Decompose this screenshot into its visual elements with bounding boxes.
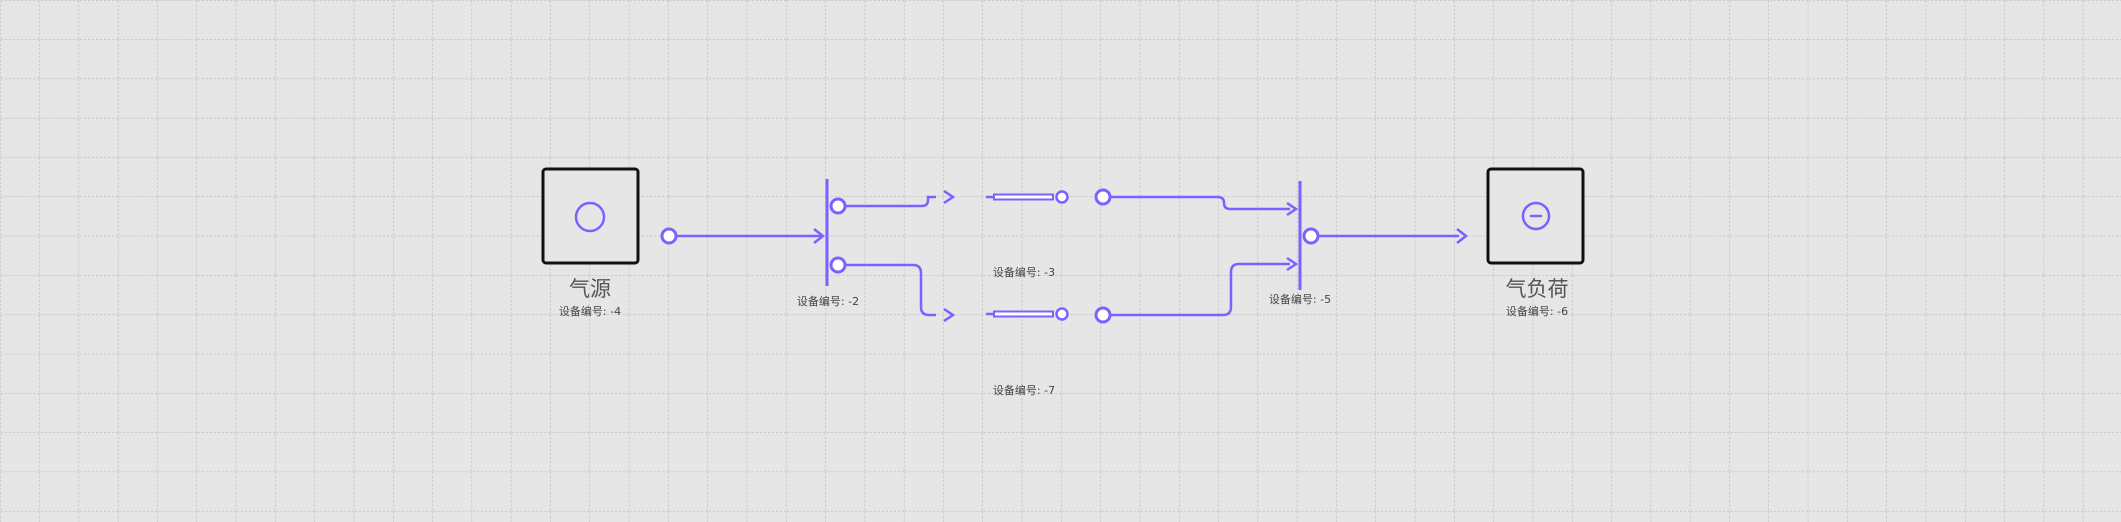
upper-pipe-device-label: 设备编号: -3 bbox=[993, 265, 1055, 279]
splitter-lower-port[interactable] bbox=[829, 256, 847, 274]
gas-source-title: 气源 bbox=[569, 277, 611, 301]
merger-upper-inlet-arrow bbox=[1286, 201, 1299, 217]
upper-merge-line[interactable] bbox=[1110, 195, 1290, 211]
splitter-upper-port[interactable] bbox=[829, 197, 847, 215]
merger-device-label: 设备编号: -5 bbox=[1269, 292, 1331, 306]
lower-pipe-body[interactable] bbox=[993, 310, 1054, 318]
upper-pipe-inlet-arrow bbox=[943, 189, 956, 205]
upper-pipe-outlet-port[interactable] bbox=[1094, 188, 1112, 206]
merger-outlet-port[interactable] bbox=[1302, 227, 1320, 245]
merger-junction[interactable]: 设备编号: -5 bbox=[1269, 181, 1331, 306]
lower-pipe-end-cap bbox=[1055, 307, 1069, 321]
upper-pipe-end-cap bbox=[1055, 190, 1069, 204]
lower-branch[interactable]: 设备编号: -7 bbox=[829, 256, 1299, 397]
source-outlet-port[interactable] bbox=[660, 227, 678, 245]
upper-split-line[interactable] bbox=[845, 195, 936, 208]
upper-pipe-body[interactable] bbox=[993, 193, 1054, 201]
merger-lower-inlet-arrow bbox=[1286, 256, 1299, 272]
gas-load-node[interactable]: 气负荷 设备编号: -6 bbox=[1486, 167, 1585, 318]
splitter-junction[interactable]: 设备编号: -2 bbox=[797, 179, 859, 308]
lower-split-line[interactable] bbox=[845, 263, 936, 317]
circle-icon bbox=[574, 201, 606, 233]
upper-pipe[interactable] bbox=[986, 190, 1069, 204]
splitter-device-label: 设备编号: -2 bbox=[797, 294, 859, 308]
lower-pipe-inlet-arrow bbox=[943, 307, 956, 323]
splitter-inlet-arrow bbox=[813, 228, 826, 244]
gas-source-node[interactable]: 气源 设备编号: -4 bbox=[541, 167, 640, 318]
source-connector[interactable] bbox=[660, 227, 826, 245]
lower-pipe-device-label: 设备编号: -7 bbox=[993, 383, 1055, 397]
lower-merge-line[interactable] bbox=[1110, 262, 1290, 317]
gas-load-title: 气负荷 bbox=[1506, 277, 1569, 301]
gas-source-device-label: 设备编号: -4 bbox=[559, 304, 621, 318]
load-inlet-arrow bbox=[1456, 228, 1469, 244]
gas-source-box[interactable] bbox=[541, 167, 640, 265]
lower-pipe[interactable] bbox=[986, 307, 1069, 321]
gas-load-device-label: 设备编号: -6 bbox=[1506, 304, 1568, 318]
circle-minus-icon bbox=[1521, 201, 1551, 231]
load-connector[interactable] bbox=[1302, 227, 1469, 245]
lower-pipe-outlet-port[interactable] bbox=[1094, 306, 1112, 324]
upper-branch[interactable]: 设备编号: -3 bbox=[829, 188, 1299, 279]
